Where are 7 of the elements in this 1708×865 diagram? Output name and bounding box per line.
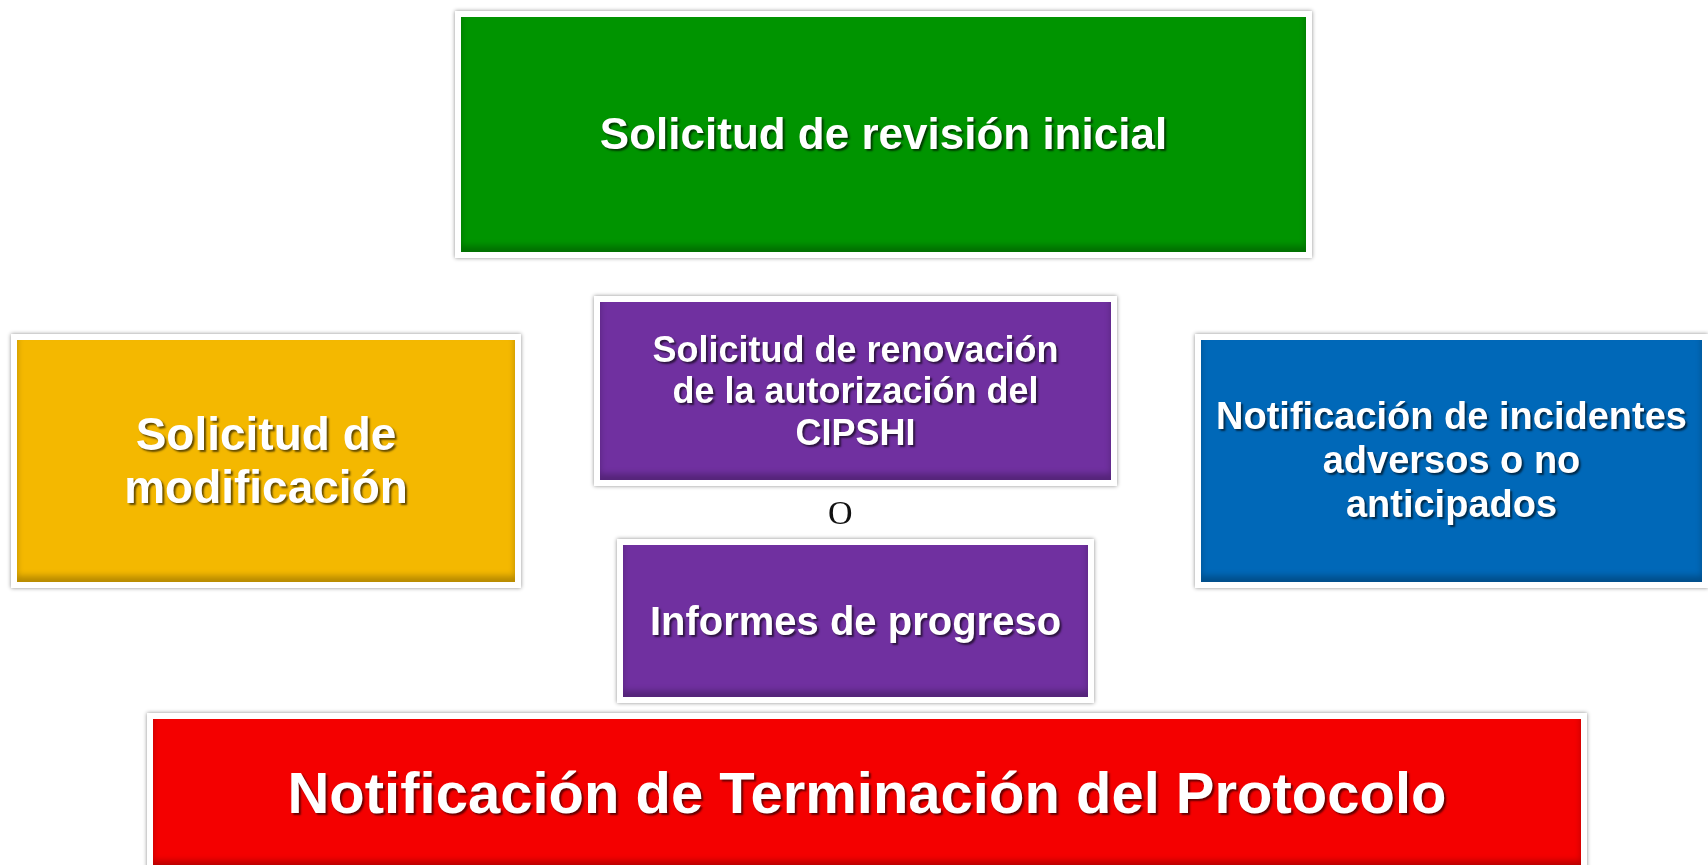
box-label: Solicitud de revisión inicial (598, 109, 1169, 160)
connector-word: O (828, 494, 853, 532)
box-label: Notificación de incidentes adversos o no anticipados (1215, 395, 1688, 527)
box-label: Solicitud de modificación (123, 408, 409, 514)
box-label: Solicitud de renovación de la autorización del CIPSHI (651, 328, 1060, 454)
box-label: Notificación de Terminación del Protocolo (286, 759, 1448, 827)
box-label: Informes de progreso (648, 598, 1063, 644)
